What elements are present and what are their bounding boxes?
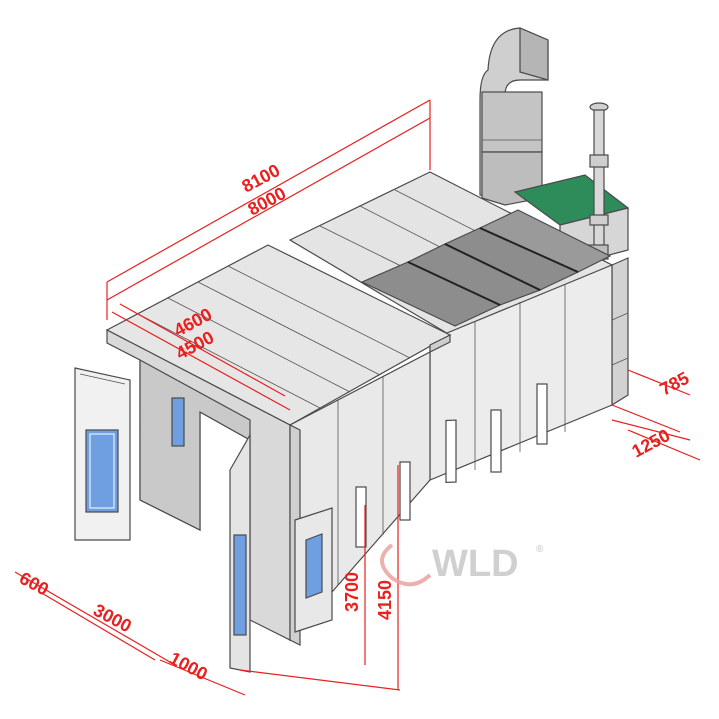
- door-window-left: [85, 429, 119, 513]
- rear-roof: [288, 171, 614, 336]
- watermark-brand: WLD: [432, 543, 519, 585]
- dim-door-width: 3000: [90, 600, 135, 636]
- service-door-window: [305, 533, 323, 599]
- exhaust-duct: [479, 27, 549, 206]
- dim-height-high: 4150: [375, 580, 395, 620]
- wld-watermark: WLD ®: [380, 543, 544, 587]
- dim-height-low: 3700: [342, 572, 362, 612]
- watermark-registered: ®: [536, 544, 544, 555]
- dim-door-offset: 600: [16, 568, 52, 600]
- rear-side-wall: [611, 257, 629, 407]
- front-door-left[interactable]: [74, 367, 131, 541]
- front-roof: [105, 244, 452, 426]
- dim-side-785: 785: [656, 368, 692, 400]
- dimension-lines: [14, 99, 701, 696]
- door-window-right: [233, 534, 247, 636]
- interior-window: [171, 397, 185, 447]
- front-end-panel: [289, 424, 333, 646]
- front-door-right[interactable]: [229, 432, 251, 673]
- long-side-wall: [429, 264, 613, 484]
- dim-front-step: 1000: [166, 648, 211, 684]
